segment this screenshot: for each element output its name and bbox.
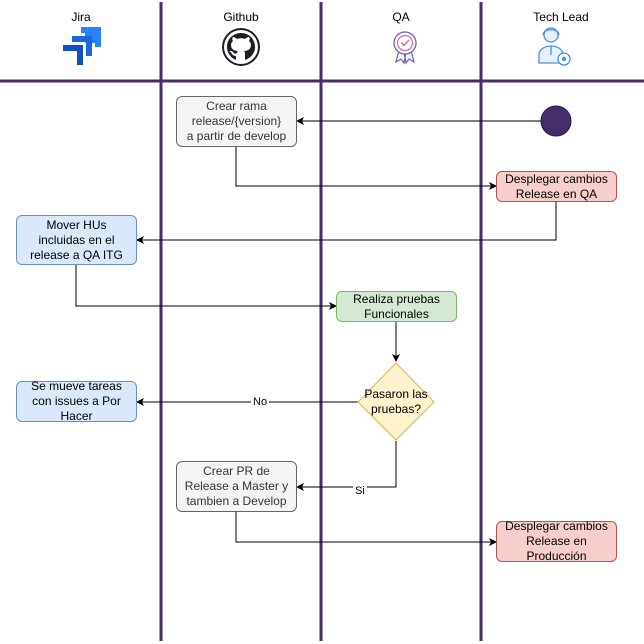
start-node[interactable] bbox=[540, 105, 572, 137]
node-functional-tests[interactable]: Realiza pruebas Funcionales bbox=[336, 291, 457, 322]
node-deploy-release-prod[interactable]: Desplegar cambios Release en Producción bbox=[496, 519, 617, 563]
github-icon bbox=[222, 28, 260, 66]
qa-badge-icon bbox=[393, 31, 417, 65]
lane-title-tech-lead: Tech Lead bbox=[533, 10, 589, 24]
lane-title-github: Github bbox=[223, 10, 259, 24]
node-create-pr[interactable]: Crear PR de Release a Master y tambien a… bbox=[176, 461, 297, 512]
decision-diamond[interactable] bbox=[357, 362, 435, 441]
edge-decision-yes bbox=[296, 441, 397, 491]
edge-move-hus-to-tests bbox=[75, 265, 337, 310]
node-move-hus-qa-itg[interactable]: Mover HUs incluidas en el release a QA I… bbox=[16, 215, 137, 265]
edge-create-pr-to-deploy-prod bbox=[235, 512, 497, 546]
edge-deploy-qa-to-move-hus bbox=[136, 202, 557, 244]
node-move-tasks-to-do[interactable]: Se mueve tareas con issues a Por Hacer bbox=[16, 379, 137, 423]
lane-title-qa: QA bbox=[392, 10, 410, 24]
edge-create-release-to-deploy-qa bbox=[235, 147, 497, 190]
decision-label: Pasaron las pruebas? bbox=[364, 387, 428, 416]
node-create-release-branch[interactable]: Crear rama release/{version} a partir de… bbox=[176, 96, 297, 147]
lane-title-jira: Jira bbox=[71, 10, 91, 24]
tech-lead-user-icon bbox=[538, 27, 571, 66]
node-deploy-release-qa[interactable]: Desplegar cambios Release en QA bbox=[496, 171, 617, 202]
edge-label-yes: Si bbox=[353, 485, 367, 497]
edge-label-no: No bbox=[251, 396, 270, 408]
jira-icon bbox=[63, 27, 101, 65]
